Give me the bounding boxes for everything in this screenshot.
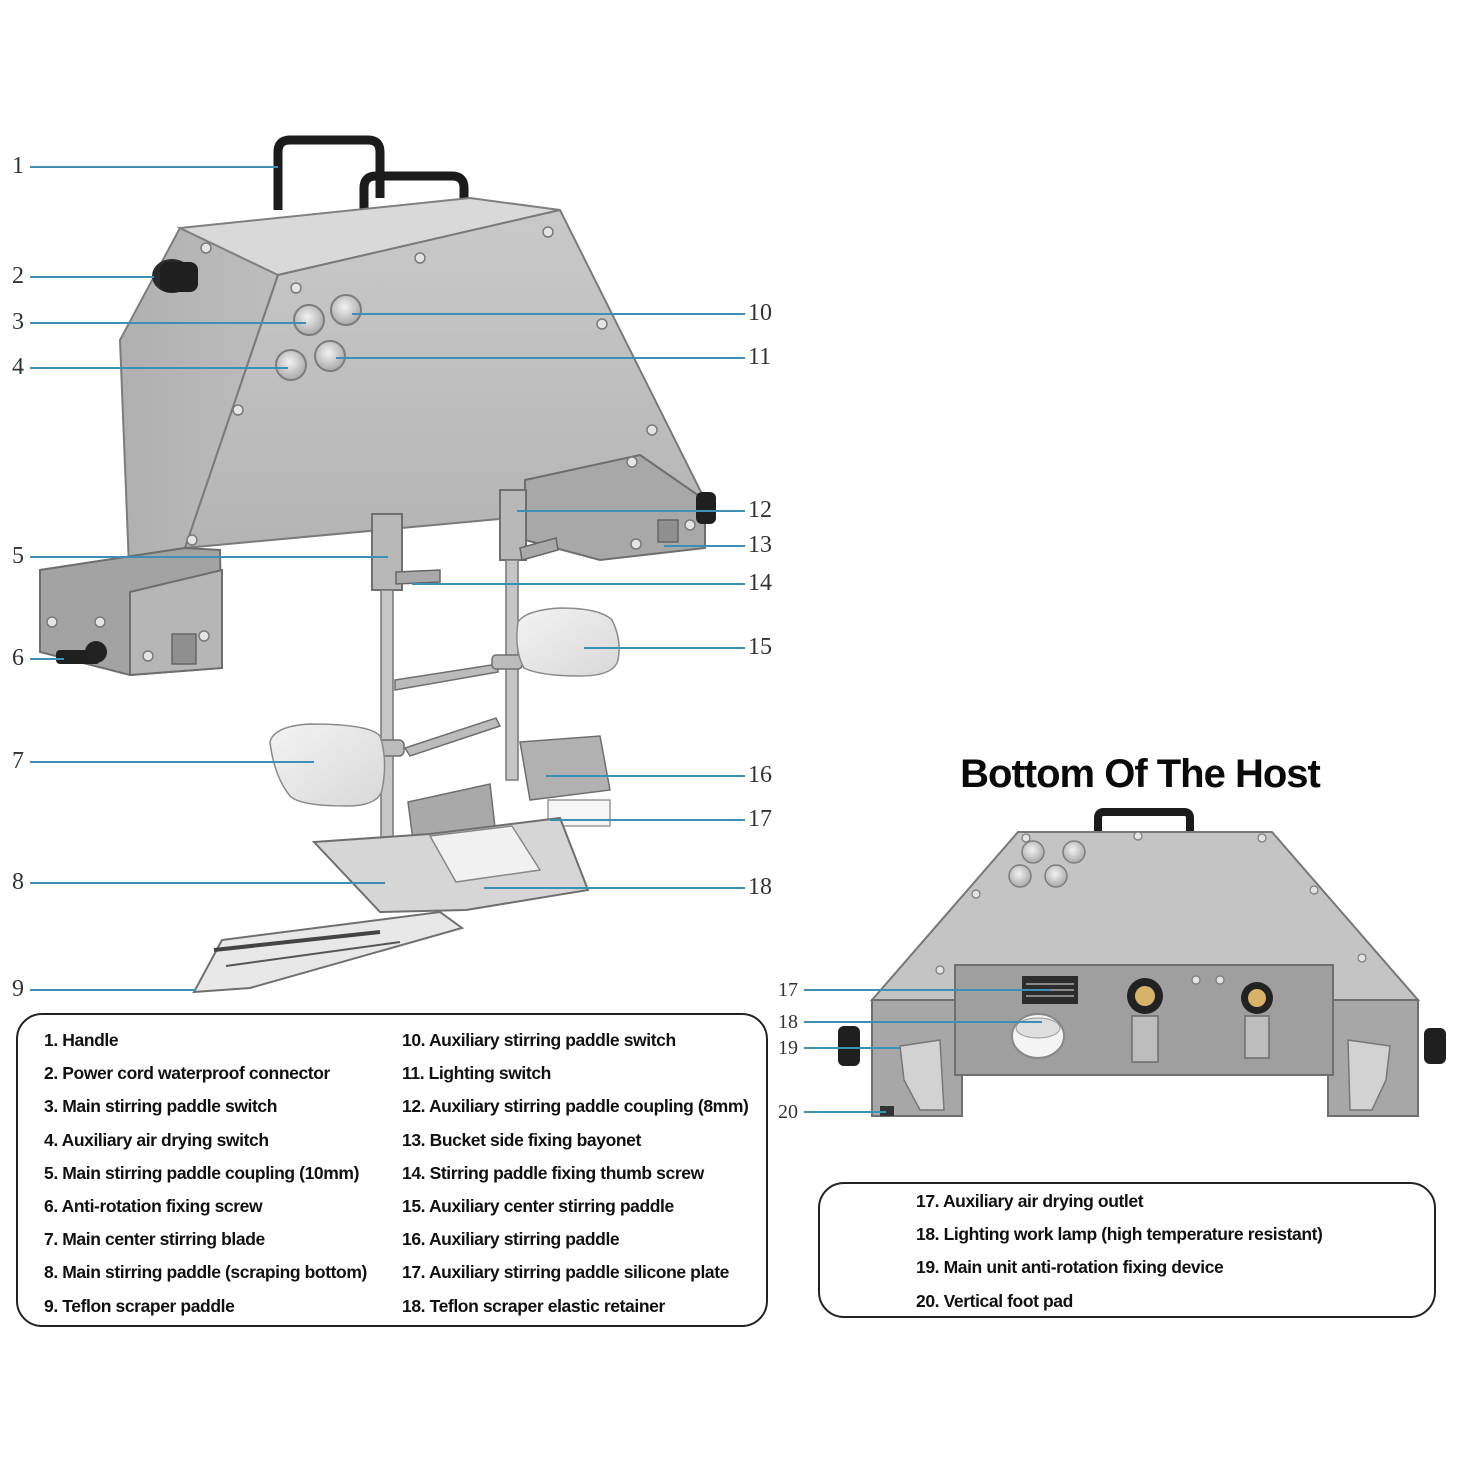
callout-8: 8 xyxy=(12,869,24,895)
anti-rotation-screw xyxy=(56,641,107,664)
legend-item: 7. Main center stirring blade xyxy=(44,1229,265,1250)
legend-item: 15. Auxiliary center stirring paddle xyxy=(402,1195,674,1216)
center-blades xyxy=(371,654,523,757)
main-legend-column-1: 1. Handle 2. Power cord waterproof conne… xyxy=(44,1024,367,1323)
callout-17: 17 xyxy=(748,806,772,832)
callout-4: 4 xyxy=(12,354,24,380)
legend-item: 19. Main unit anti-rotation fixing devic… xyxy=(916,1257,1224,1278)
legend-item: 9. Teflon scraper paddle xyxy=(44,1295,235,1316)
host-leader-lines xyxy=(804,989,1050,1113)
scraper-base xyxy=(311,816,590,914)
callout-11: 11 xyxy=(748,344,772,370)
legend-item: 4. Auxiliary air drying switch xyxy=(44,1129,269,1150)
housing-screws xyxy=(46,226,696,662)
host-bottom-illustration xyxy=(838,808,1446,1117)
host-bottom-title: Bottom Of The Host xyxy=(960,752,1321,796)
legend-item: 2. Power cord waterproof connector xyxy=(44,1063,330,1084)
legend-item: 6. Anti-rotation fixing screw xyxy=(44,1195,263,1216)
legend-item: 17. Auxiliary air drying outlet xyxy=(916,1191,1144,1211)
legend-item: 1. Handle xyxy=(44,1030,119,1050)
callout-1: 1 xyxy=(12,153,24,179)
front-handle xyxy=(359,171,469,250)
legend-item: 13. Bucket side fixing bayonet xyxy=(402,1129,641,1150)
callout-16: 16 xyxy=(748,762,772,788)
callout-10: 10 xyxy=(748,300,772,326)
host-parts-legend: 17. Auxiliary air drying outlet 18. Ligh… xyxy=(818,1182,1436,1318)
legend-item: 17. Auxiliary stirring paddle silicone p… xyxy=(402,1262,729,1283)
callout-6: 6 xyxy=(12,645,24,671)
legend-item: 12. Auxiliary stirring paddle coupling (… xyxy=(402,1096,749,1117)
legend-item: 18. Lighting work lamp (high temperature… xyxy=(916,1224,1323,1245)
legend-item: 11. Lighting switch xyxy=(402,1063,551,1084)
legend-item: 5. Main stirring paddle coupling (10mm) xyxy=(44,1162,359,1183)
callout-2: 2 xyxy=(12,263,24,289)
callout-14: 14 xyxy=(748,570,772,596)
control-buttons xyxy=(275,294,362,381)
aux-stirring-paddle xyxy=(407,735,611,849)
host-legend-list: 17. Auxiliary air drying outlet 18. Ligh… xyxy=(916,1185,1323,1318)
main-leader-lines xyxy=(30,166,745,991)
host-callout-20: 20 xyxy=(778,1101,798,1123)
stirring-shafts xyxy=(371,489,559,857)
callout-18: 18 xyxy=(748,874,772,900)
main-legend-column-2: 10. Auxiliary stirring paddle switch 11.… xyxy=(402,1024,749,1323)
legend-item: 20. Vertical foot pad xyxy=(916,1290,1073,1311)
legend-item: 10. Auxiliary stirring paddle switch xyxy=(402,1030,676,1050)
callout-12: 12 xyxy=(748,497,772,523)
main-center-paddle xyxy=(269,723,386,807)
callout-15: 15 xyxy=(748,634,772,660)
teflon-scraper xyxy=(192,910,465,994)
legend-item: 14. Stirring paddle fixing thumb screw xyxy=(402,1162,704,1183)
aux-center-paddle xyxy=(516,607,620,677)
legend-item: 3. Main stirring paddle switch xyxy=(44,1096,278,1117)
callout-13: 13 xyxy=(748,532,772,558)
legend-item: 18. Teflon scraper elastic retainer xyxy=(402,1295,665,1316)
power-connector xyxy=(152,259,198,293)
callout-7: 7 xyxy=(12,748,24,774)
legend-item: 8. Main stirring paddle (scraping bottom… xyxy=(44,1262,367,1283)
rear-handle xyxy=(273,135,385,210)
host-callout-18: 18 xyxy=(778,1011,798,1033)
callout-9: 9 xyxy=(12,976,24,1002)
main-parts-legend: 1. Handle 2. Power cord waterproof conne… xyxy=(16,1013,768,1327)
host-callout-17: 17 xyxy=(778,979,798,1001)
host-callout-19: 19 xyxy=(778,1037,798,1059)
callout-5: 5 xyxy=(12,543,24,569)
legend-item: 16. Auxiliary stirring paddle xyxy=(402,1229,620,1250)
callout-3: 3 xyxy=(12,309,24,335)
